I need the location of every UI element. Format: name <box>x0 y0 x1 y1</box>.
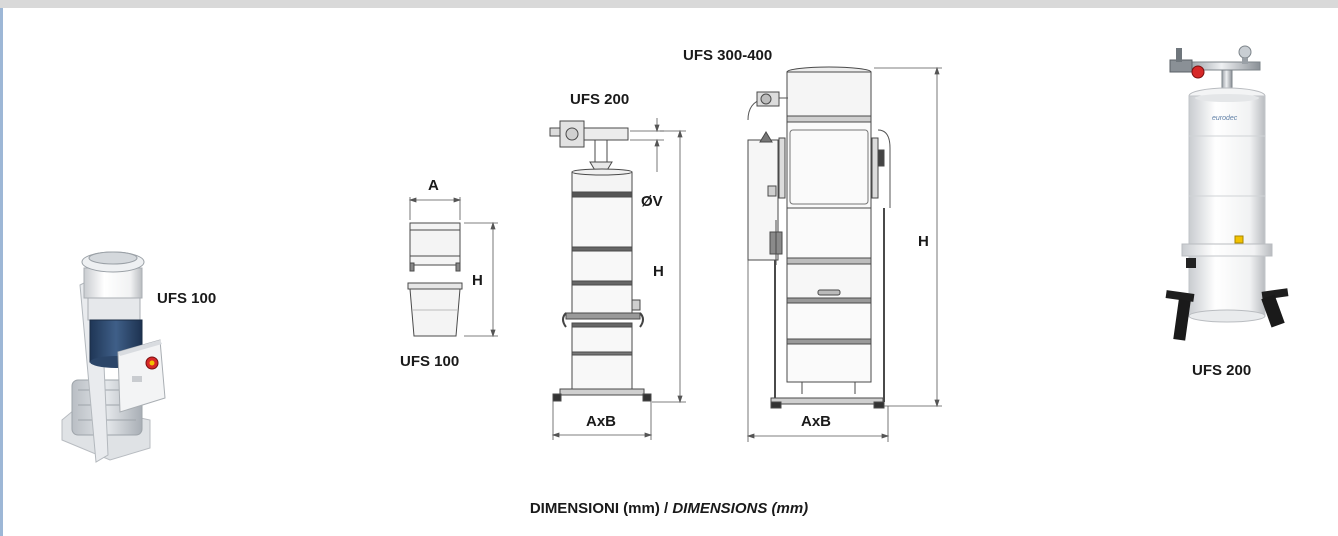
ufs300-400-drawing-label: UFS 300-400 <box>683 47 772 64</box>
ufs300-400-drawing <box>747 66 891 409</box>
dim-h-ufs300-label: H <box>918 233 929 250</box>
dim-axb-ufs300-label: AxB <box>801 413 831 430</box>
dimensions-caption: DIMENSIONI (mm) / DIMENSIONS (mm) <box>0 500 1338 517</box>
ufs100-dim-h <box>464 221 498 338</box>
ufs100-drawing <box>407 222 463 337</box>
top-border-bar <box>0 0 1338 8</box>
ufs200-photo <box>1165 45 1289 341</box>
dim-h-ufs100-label: H <box>472 272 483 289</box>
ufs200-drawing-label: UFS 200 <box>570 91 629 108</box>
ufs200-photo-label: UFS 200 <box>1192 362 1251 379</box>
dim-axb-ufs200-label: AxB <box>586 413 616 430</box>
dim-ov-label: ØV <box>641 193 663 210</box>
ufs200-dim-ov <box>630 118 664 172</box>
dim-a-label: A <box>428 177 439 194</box>
ufs300-400-dim-h <box>874 66 942 408</box>
ufs100-drawing-label: UFS 100 <box>400 353 459 370</box>
ufs300-400-dim-axb <box>746 260 890 442</box>
caption-main: DIMENSIONI (mm) / <box>529 500 673 517</box>
caption-italic: DIMENSIONS (mm) <box>672 500 809 517</box>
left-accent-bar <box>0 8 3 536</box>
dim-h-ufs200-label: H <box>653 263 664 280</box>
ufs200-photo-brand: eurodec <box>1212 115 1238 122</box>
ufs100-photo-label: UFS 100 <box>157 290 216 307</box>
ufs100-photo <box>61 251 166 463</box>
ufs200-dim-axb <box>551 400 653 440</box>
ufs200-dim-h <box>652 129 686 404</box>
ufs100-dim-a <box>408 197 462 220</box>
ufs200-drawing <box>549 120 652 402</box>
